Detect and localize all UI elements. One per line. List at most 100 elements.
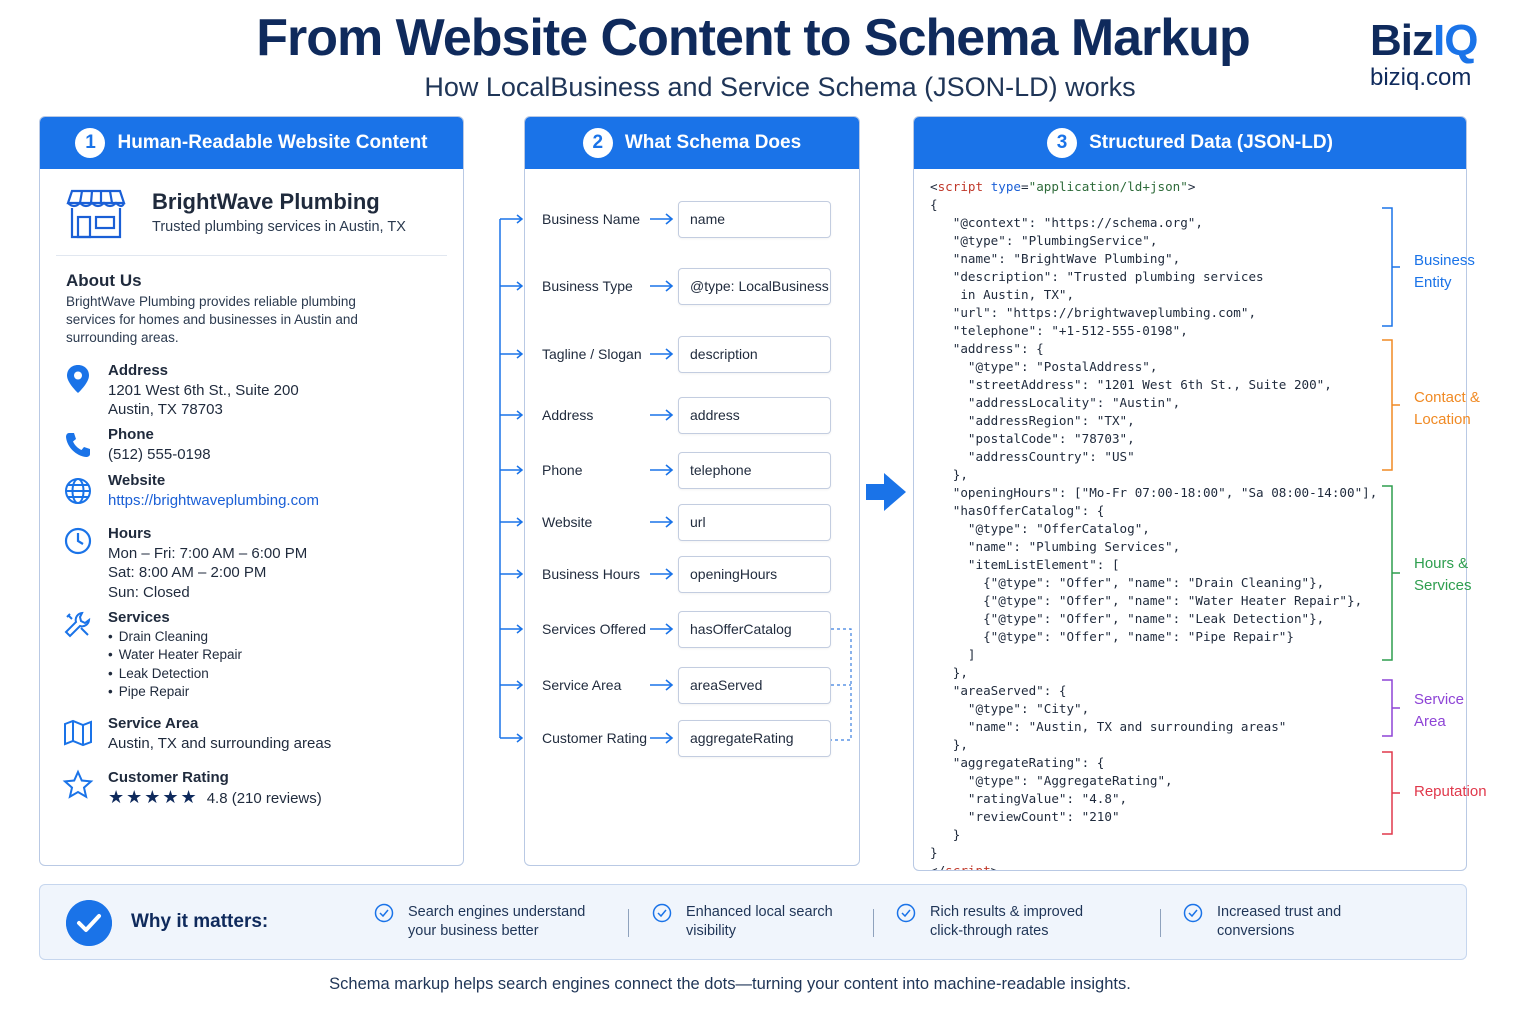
why-heading: Why it matters: [131, 911, 269, 932]
clock-icon [64, 527, 92, 555]
divider [56, 255, 447, 256]
address-block: Address 1201 West 6th St., Suite 200 Aus… [108, 362, 299, 418]
storefront-icon [66, 189, 126, 239]
brand: BizIQ biziq.com [1370, 16, 1478, 92]
content-field-label: Services Offered [542, 621, 647, 637]
json-ld-code: <script type="application/ld+json"> { "@… [930, 178, 1378, 871]
star-outline-icon [62, 769, 94, 799]
footer-caption: Schema markup helps search engines conne… [329, 975, 1131, 993]
step-number: 1 [75, 128, 106, 158]
location-pin-icon [67, 365, 89, 393]
group-label-reputation: Reputation [1414, 783, 1487, 800]
step-number: 2 [582, 128, 613, 158]
group-bracket [1382, 485, 1400, 661]
panel-title: What Schema Does [624, 132, 802, 153]
panel-header: 3 Structured Data (JSON-LD) [914, 117, 1466, 169]
schema-property: description [678, 336, 831, 373]
panel-website-content: 1 Human-Readable Website Content BrightW… [39, 116, 464, 866]
website-link[interactable]: https://brightwaveplumbing.com [108, 491, 319, 509]
script-open-tag: <script type="application/ld+json"> [930, 179, 1196, 194]
group-bracket [1382, 679, 1400, 737]
content-field-label: Phone [542, 462, 583, 478]
arrow-right-icon [650, 409, 674, 421]
content-field-label: Website [542, 514, 593, 530]
group-bracket [1382, 751, 1400, 835]
schema-mapping-row: Tagline / Slogan description [525, 336, 859, 374]
arrow-right-icon [650, 213, 674, 225]
panel-title: Human-Readable Website Content [117, 132, 428, 153]
content-field-label: Business Hours [542, 566, 641, 582]
schema-mapping-row: Address address [525, 397, 859, 435]
group-bracket [1382, 339, 1400, 471]
schema-property: areaServed [678, 667, 831, 704]
arrow-right-icon [650, 280, 674, 292]
arrow-right-icon [650, 568, 674, 580]
arrow-right-icon [866, 473, 906, 511]
list-item: Water Heater Repair [108, 646, 242, 665]
group-label-business-entity: Business Entity [1414, 252, 1475, 291]
list-item: Leak Detection [108, 665, 242, 684]
divider [628, 909, 629, 937]
panel-header: 2 What Schema Does [525, 117, 859, 169]
schema-property: name [678, 201, 831, 238]
content-field-label: Address [542, 407, 594, 423]
rating-block: Customer Rating ★★★★★4.8 (210 reviews) [108, 769, 322, 807]
globe-icon [65, 478, 91, 504]
hours-block: Hours Mon – Fri: 7:00 AM – 6:00 PM Sat: … [108, 525, 308, 601]
schema-property: address [678, 397, 831, 434]
flow-connector [499, 214, 524, 743]
business-name: BrightWave Plumbing [152, 189, 380, 214]
arrow-right-icon [650, 516, 674, 528]
group-label-hours-services: Hours & Services [1414, 555, 1472, 594]
content-field-label: Business Name [542, 211, 641, 227]
panel-title: Structured Data (JSON-LD) [1089, 132, 1333, 153]
group-brackets [1382, 207, 1400, 835]
why-it-matters-bar: Why it matters: Search engines understan… [39, 884, 1467, 960]
benefit-item: Rich results & improved click-through ra… [896, 903, 1083, 941]
list-item: Drain Cleaning [108, 628, 242, 647]
arrow-right-icon [650, 732, 674, 744]
checkmark-badge-icon [66, 900, 112, 946]
content-field-label: Business Type [542, 278, 633, 294]
divider [873, 909, 874, 937]
schema-mapping-row: Service Area areaServed [525, 667, 859, 705]
group-bracket [1382, 207, 1400, 327]
page-title: From Website Content to Schema Markup [256, 9, 1251, 67]
about-heading: About Us [66, 271, 142, 290]
brand-url: biziq.com [1370, 64, 1472, 91]
website-block: Website https://brightwaveplumbing.com [108, 472, 319, 509]
schema-mapping-row: Services Offered hasOfferCatalog [525, 611, 859, 649]
tools-icon [64, 611, 91, 638]
content-field-label: Service Area [542, 677, 622, 693]
services-list: Drain Cleaning Water Heater Repair Leak … [108, 628, 242, 702]
schema-property: hasOfferCatalog [678, 611, 831, 648]
brand-logo: BizIQ [1370, 16, 1478, 65]
step-number: 3 [1047, 128, 1078, 158]
phone-block: Phone (512) 555-0198 [108, 426, 211, 463]
panel-header: 1 Human-Readable Website Content [40, 117, 463, 169]
phone-icon [66, 433, 90, 457]
content-field-label: Customer Rating [542, 730, 648, 746]
benefit-item: Enhanced local search visibility [652, 903, 833, 941]
divider [1160, 909, 1161, 937]
service-area-block: Service Area Austin, TX and surrounding … [108, 715, 332, 752]
schema-mapping-row: Business Name name [525, 201, 859, 239]
script-close-tag: </script> [930, 863, 999, 871]
code-body: { "@context": "https://schema.org", "@ty… [930, 197, 1378, 860]
rating-stars: ★★★★★ [108, 786, 199, 807]
about-text: BrightWave Plumbing provides reliable pl… [66, 294, 358, 345]
page-subtitle: How LocalBusiness and Service Schema (JS… [424, 72, 1136, 102]
check-circle-icon [374, 903, 394, 923]
map-icon [64, 719, 92, 747]
schema-property: telephone [678, 452, 831, 489]
business-tagline: Trusted plumbing services in Austin, TX [152, 219, 406, 235]
content-field-label: Tagline / Slogan [542, 346, 642, 362]
benefit-item: Search engines understand your business … [374, 903, 585, 941]
schema-mapping-row: Business Type@type: LocalBusiness [525, 268, 859, 306]
schema-mapping-row: Phone telephone [525, 452, 859, 490]
benefit-item: Increased trust and conversions [1183, 903, 1341, 941]
group-label-service-area: Service Area [1414, 691, 1465, 730]
